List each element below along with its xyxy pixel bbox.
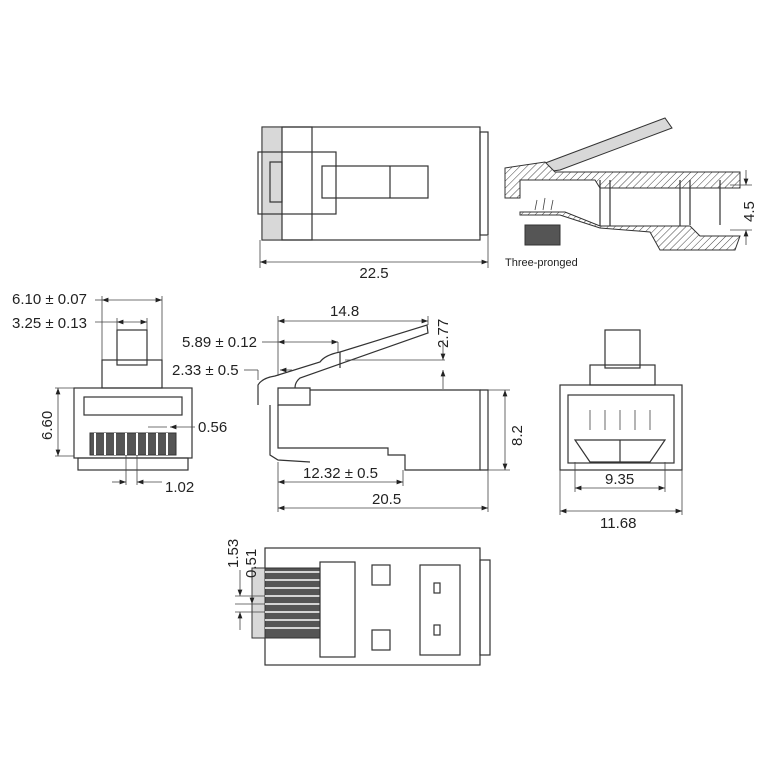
top-width-label: 22.5 <box>359 265 388 282</box>
outer-width-label: 11.68 <box>600 515 636 532</box>
side-length-label: 20.5 <box>372 491 401 508</box>
top-view: 22.5 <box>257 126 489 282</box>
pitch-label: 1.02 <box>165 479 194 496</box>
contact-width-label: 0.56 <box>198 419 227 436</box>
three-pronged-note: Three-pronged <box>505 257 578 269</box>
section-height-label: 4.5 <box>741 201 758 222</box>
latch-hook-label: 2.33 ± 0.5 <box>172 362 239 379</box>
front-height-label: 6.60 <box>39 411 56 440</box>
rear-view: 9.35 11.68 <box>559 329 683 532</box>
contact-slots <box>264 567 321 639</box>
offset-label: 1.53 <box>225 539 242 568</box>
bottom-view: 1.53 0.51 <box>225 539 491 666</box>
side-height-label: 8.2 <box>509 425 526 446</box>
side-view: 14.8 2.77 5.89 ± 0.12 2.33 ± 0.5 8.2 12.… <box>172 303 526 512</box>
contact-length-label: 12.32 ± 0.5 <box>303 465 378 482</box>
section-view: 4.5 Three-pronged <box>504 117 758 269</box>
contact-pins <box>89 432 177 456</box>
latch-step-label: 5.89 ± 0.12 <box>182 334 257 351</box>
tab-width-label: 3.25 ± 0.13 <box>12 315 87 332</box>
latch-length-label: 14.8 <box>330 303 359 320</box>
latch-rise-label: 2.77 <box>435 319 452 348</box>
contact-label: 0.51 <box>243 549 260 578</box>
front-view: 6.10 ± 0.07 3.25 ± 0.13 6.60 0.56 1.02 <box>12 291 227 496</box>
inner-width-label: 9.35 <box>605 471 634 488</box>
latch-width-label: 6.10 ± 0.07 <box>12 291 87 308</box>
